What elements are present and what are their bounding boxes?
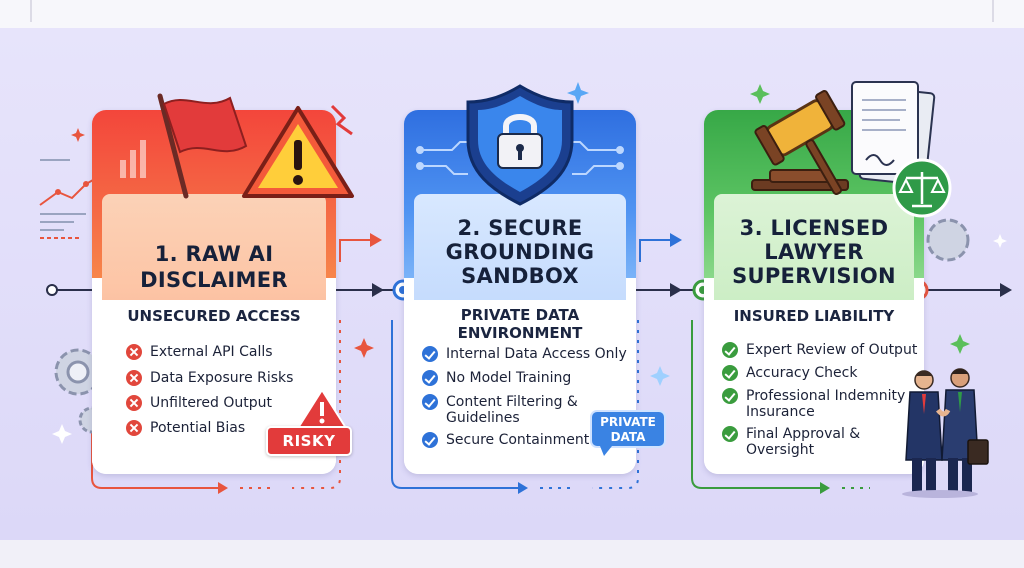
private-data-badge: PRIVATE DATA (590, 410, 666, 448)
list-item-label: Final Approval & Oversight (746, 426, 860, 458)
left-mini-chart (39, 159, 101, 239)
list-item-label: Accuracy Check (746, 365, 858, 381)
lawyers-handshake-illustration (902, 368, 989, 498)
x-circle-icon (126, 344, 142, 360)
check-circle-icon (722, 342, 738, 358)
x-circle-icon (126, 395, 142, 411)
check-circle-icon (722, 426, 738, 442)
step-2-title-line: SANDBOX (461, 264, 579, 288)
list-item-label: Data Exposure Risks (150, 370, 294, 386)
list-item: Secure Containment (422, 432, 589, 448)
list-item-label: Potential Bias (150, 420, 246, 436)
x-circle-icon (126, 370, 142, 386)
list-item-line: Final Approval & (746, 426, 861, 442)
private-data-badge-line: DATA (610, 430, 646, 444)
list-item: No Model Training (422, 370, 571, 386)
list-item: Internal Data Access Only (422, 346, 627, 362)
step-3-title-line: LAWYER (764, 240, 864, 264)
list-item: Data Exposure Risks (126, 370, 293, 386)
top-divider-right (992, 0, 994, 22)
list-item: Expert Review of Output (722, 342, 917, 358)
list-item-line: Oversight (746, 442, 815, 458)
step-card-3: 3. LICENSED LAWYER SUPERVISION INSURED L… (704, 110, 924, 474)
step-3-body: INSURED LIABILITY Expert Review of Outpu… (704, 300, 924, 474)
gear-icon-right (926, 218, 970, 262)
check-circle-icon (422, 346, 438, 362)
list-item: Potential Bias (126, 420, 245, 436)
list-item: External API Calls (126, 344, 273, 360)
list-item-label: Secure Containment (446, 432, 590, 448)
gavel-icon (751, 90, 849, 195)
list-item-line: Guidelines (446, 410, 520, 426)
step-1-subtitle: UNSECURED ACCESS (127, 307, 301, 325)
check-circle-icon (722, 365, 738, 381)
list-item-label: No Model Training (446, 370, 572, 386)
risky-badge: RISKY (266, 426, 352, 456)
bottom-return-lines (91, 320, 870, 494)
x-circle-icon (126, 420, 142, 436)
private-data-badge-line: PRIVATE (600, 415, 656, 429)
step-2-subtitle-line: ENVIRONMENT (457, 324, 583, 342)
step-1-title-line: DISCLAIMER (140, 268, 288, 292)
step-1-title-line: 1. RAW AI (154, 242, 274, 266)
list-item-label: Expert Review of Output (746, 342, 918, 358)
check-circle-icon (422, 394, 438, 410)
list-item: Accuracy Check (722, 365, 857, 381)
top-divider-left (30, 0, 32, 22)
scales-icon (892, 158, 952, 218)
step-2-title-line: GROUNDING (445, 240, 595, 264)
circuit-lines-icon (416, 141, 624, 175)
step-2-title-line: 2. SECURE (457, 216, 583, 240)
red-flag-icon (157, 93, 248, 199)
top-strip (0, 0, 1024, 28)
list-item: Unfiltered Output (126, 395, 272, 411)
step-3-title-line: SUPERVISION (732, 264, 896, 288)
list-item-line: Professional Indemnity (746, 388, 906, 404)
bar-chart-icon (120, 140, 146, 178)
list-item: Professional Indemnity Insurance (722, 388, 905, 420)
list-item-label: External API Calls (150, 344, 273, 360)
check-circle-icon (422, 370, 438, 386)
step-2-subtitle-line: PRIVATE DATA (460, 306, 580, 324)
list-item-label: Internal Data Access Only (446, 346, 627, 362)
list-item-line: Insurance (746, 404, 815, 420)
list-item-label: Content Filtering & Guidelines (446, 394, 578, 426)
list-item-label: Unfiltered Output (150, 395, 272, 411)
check-circle-icon (422, 432, 438, 448)
step-arrows (339, 233, 682, 262)
list-item-line: Content Filtering & (446, 394, 578, 410)
bottom-strip (0, 540, 1024, 568)
shield-lock-icon (466, 84, 574, 206)
list-item: Content Filtering & Guidelines (422, 394, 578, 426)
step-3-title-line: 3. LICENSED (739, 216, 889, 240)
step-3-subtitle: INSURED LIABILITY (733, 307, 895, 325)
list-item-label: Professional Indemnity Insurance (746, 388, 905, 420)
warning-triangle-icon (242, 104, 354, 198)
list-item: Final Approval & Oversight (722, 426, 860, 458)
check-circle-icon (722, 388, 738, 404)
